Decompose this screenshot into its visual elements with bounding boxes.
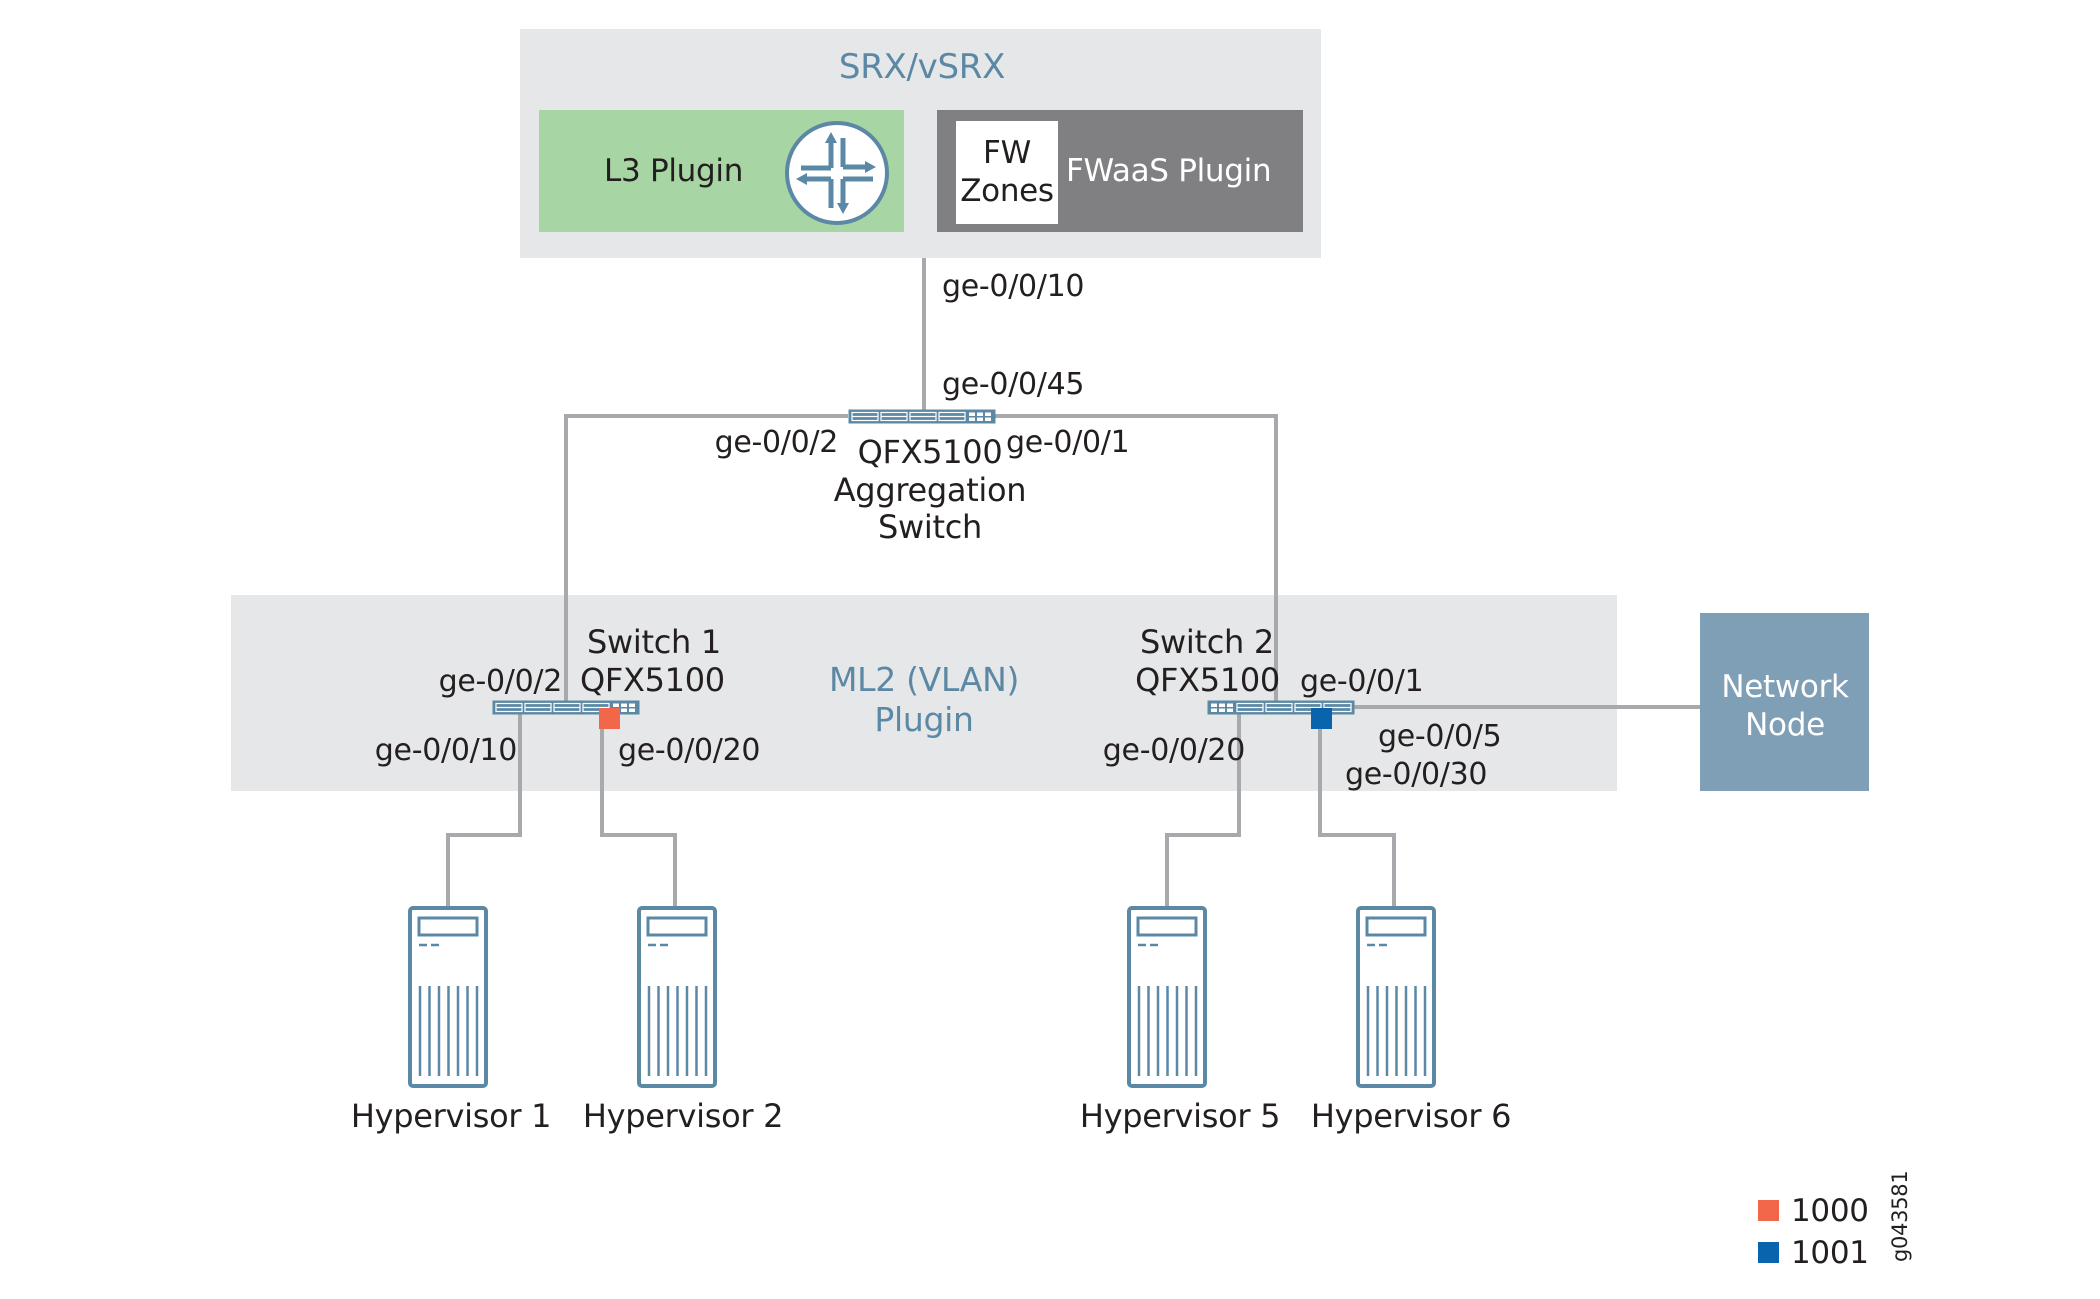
switch1-port-hyp2: ge-0/0/20: [618, 733, 761, 768]
ml2-label-line2: Plugin: [874, 700, 974, 739]
link-switch1-to-hypervisor1: [446, 712, 522, 908]
switch2-port-up: ge-0/0/1: [1300, 664, 1424, 699]
fw-zones-line1: FW: [983, 135, 1031, 171]
network-node-line2: Node: [1745, 707, 1825, 743]
l3-plugin-label: L3 Plugin: [604, 153, 744, 189]
ml2-label-line1: ML2 (VLAN): [828, 660, 1020, 699]
switch2-icon: [1207, 700, 1355, 715]
switch1-port-up: ge-0/0/2: [438, 664, 563, 699]
switch1-port-hyp1: ge-0/0/10: [374, 733, 518, 768]
switch2-port-network-node: ge-0/0/5: [1378, 719, 1502, 754]
aggregation-switch-line2: Aggregation: [833, 471, 1027, 509]
hypervisor-2-label: Hypervisor 2: [582, 1097, 784, 1135]
fwaas-plugin-label: FWaaS Plugin: [1066, 153, 1272, 189]
legend-swatch-1000: [1758, 1200, 1779, 1221]
port-aggregation-left: ge-0/0/2: [714, 425, 839, 460]
figure-id: g043581: [1888, 1170, 1912, 1262]
router-icon: [785, 121, 889, 225]
fw-zones-box: [956, 121, 1058, 224]
link-aggregation-to-switch2: [994, 414, 1278, 706]
srx-title: SRX/vSRX: [838, 47, 1006, 87]
network-node: [1700, 613, 1869, 791]
port-srx-uplink: ge-0/0/10: [942, 269, 1085, 304]
switch2-name: Switch 2: [1140, 623, 1274, 661]
ml2-plugin-band: [231, 595, 1617, 791]
aggregation-switch-model: QFX5100: [857, 433, 1003, 471]
fw-zones-line2: Zones: [960, 173, 1054, 209]
link-switch1-to-hypervisor2: [600, 712, 677, 908]
port-aggregation-right: ge-0/0/1: [1006, 425, 1130, 460]
switch2-port-hyp5: ge-0/0/20: [1102, 733, 1246, 768]
switch1-model: QFX5100: [580, 661, 725, 699]
link-aggregation-to-switch1: [564, 414, 848, 706]
vlan-1000-marker: [599, 708, 620, 729]
link-switch2-to-hypervisor6: [1318, 712, 1396, 908]
port-aggregation-up: ge-0/0/45: [942, 367, 1085, 402]
hypervisor-1-icon: [408, 906, 488, 1088]
legend-swatch-1001: [1758, 1242, 1779, 1263]
hypervisor-5-label: Hypervisor 5: [1079, 1097, 1281, 1135]
network-node-line1: Network: [1721, 669, 1849, 705]
aggregation-switch-line3: Switch: [878, 508, 982, 546]
legend-label-1001: 1001: [1791, 1235, 1869, 1271]
link-switch2-to-hypervisor5: [1165, 712, 1241, 908]
hypervisor-6-icon: [1356, 906, 1436, 1088]
vlan-1001-marker: [1311, 708, 1332, 729]
switch2-port-hyp6: ge-0/0/30: [1345, 757, 1488, 792]
switch1-name: Switch 1: [587, 623, 721, 661]
aggregation-switch-icon: [848, 409, 996, 424]
hypervisor-5-icon: [1127, 906, 1207, 1088]
hypervisor-1-label: Hypervisor 1: [350, 1097, 552, 1135]
hypervisor-6-label: Hypervisor 6: [1310, 1097, 1512, 1135]
hypervisor-2-icon: [637, 906, 717, 1088]
legend-label-1000: 1000: [1791, 1193, 1869, 1229]
switch2-model: QFX5100: [1135, 661, 1280, 699]
